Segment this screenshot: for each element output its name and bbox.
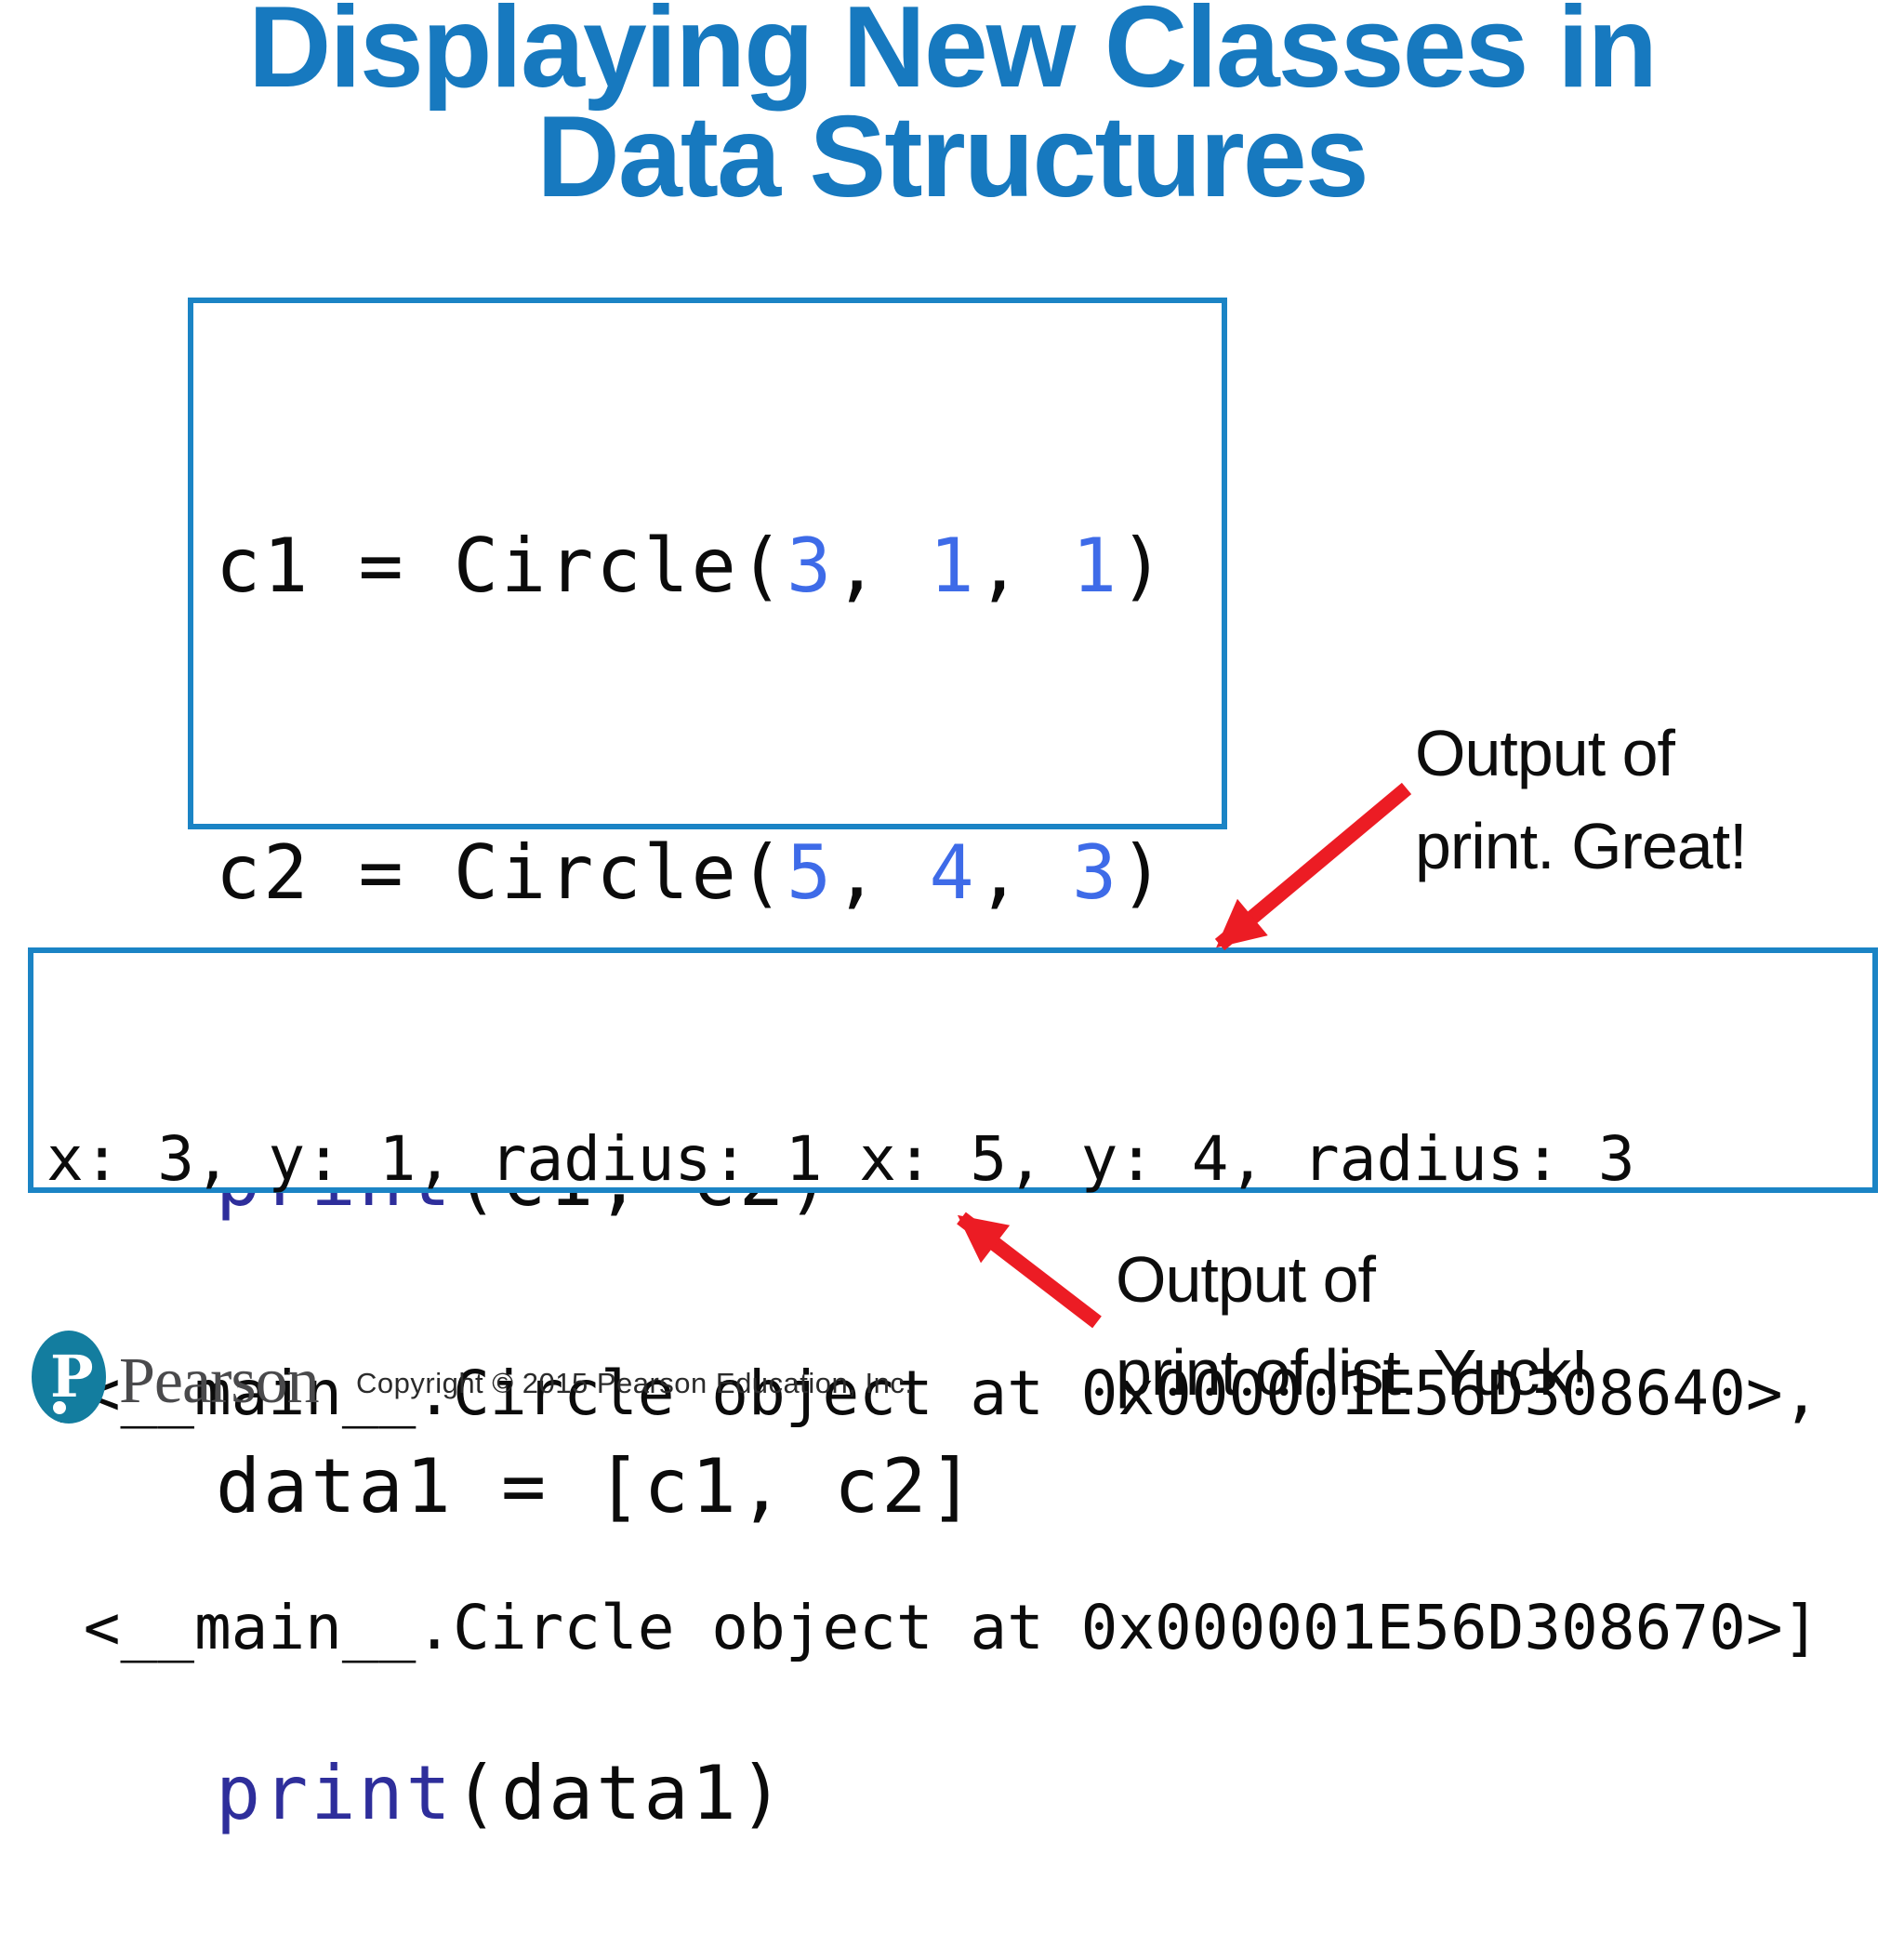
code-line-5: print(data1)	[216, 1750, 787, 1836]
annotation-print-yuck: Output of print of list. Yuck!	[1116, 1233, 1589, 1419]
arrow-to-output-top-icon	[1214, 782, 1412, 951]
pearson-wordmark: Pearson	[119, 1345, 320, 1417]
code-box: c1 = Circle(3, 1, 1) c2 = Circle(5, 4, 3…	[188, 298, 1227, 1836]
output-line-3: <__main__.Circle object at 0x000001E56D3…	[46, 1592, 1820, 1663]
code-line-4: data1 = [c1, c2]	[216, 1443, 977, 1530]
svg-text:P: P	[50, 1343, 94, 1411]
slide-title-line1: Displaying New Classes in	[247, 0, 1658, 112]
annotation-print-great: Output of print. Great!	[1415, 707, 1748, 893]
annotation-print-great-line2: print. Great!	[1415, 810, 1748, 882]
console-output-box: x: 3, y: 1, radius: 1 x: 5, y: 4, radius…	[28, 947, 1878, 1663]
output-line-2: [<__main__.Circle object at 0x000001E56D…	[46, 1358, 1820, 1429]
code-line-1: c1 = Circle(3, 1, 1)	[216, 523, 1168, 609]
output-line-1: x: 3, y: 1, radius: 1 x: 5, y: 4, radius…	[46, 1123, 1635, 1195]
pearson-logo-icon: P	[32, 1331, 106, 1424]
annotation-print-yuck-line1: Output of	[1116, 1243, 1376, 1316]
annotation-print-great-line1: Output of	[1415, 717, 1675, 789]
slide-title: Displaying New Classes in Data Structure…	[0, 0, 1904, 221]
annotation-print-yuck-line2: print of list. Yuck!	[1116, 1336, 1589, 1409]
code-line-2: c2 = Circle(5, 4, 3)	[216, 829, 1168, 916]
copyright-text: Copyright © 2015 Pearson Education, Inc.	[356, 1367, 914, 1399]
slide-title-line2: Data Structures	[536, 93, 1368, 221]
slide: { "palette": { "title_blue": "#1779BF", …	[0, 0, 1904, 1836]
